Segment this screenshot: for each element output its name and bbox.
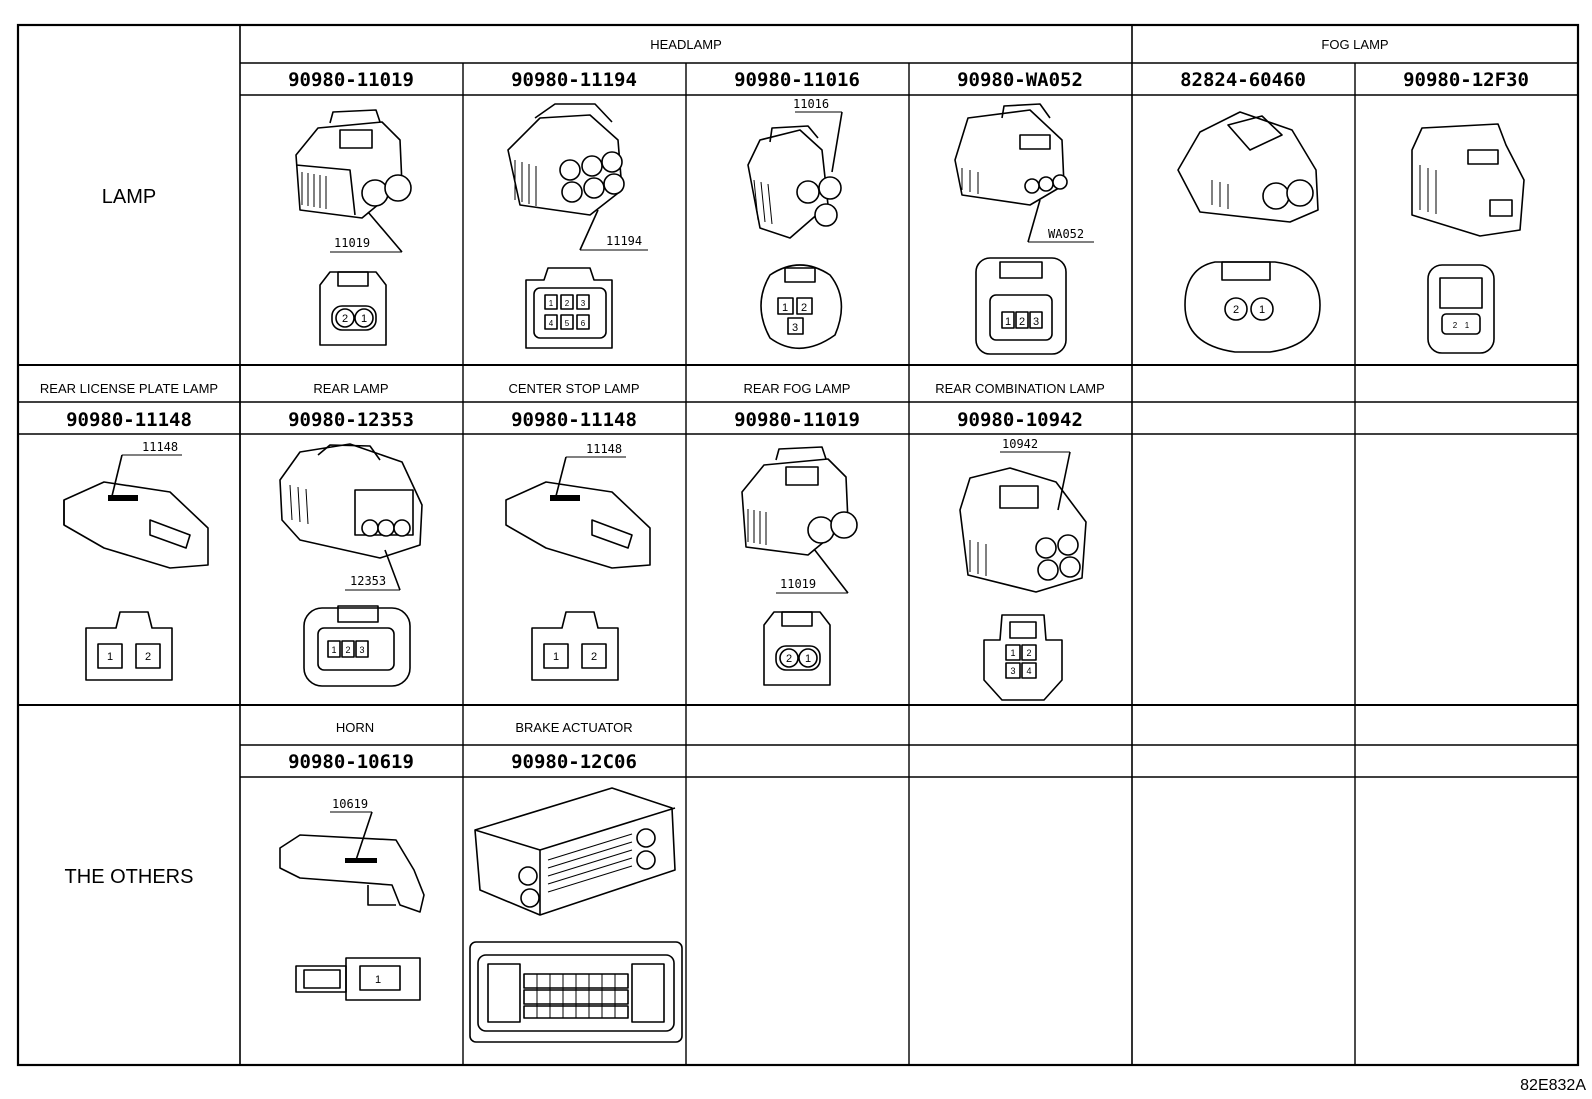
pin-number: 3 xyxy=(1010,666,1015,676)
connector-housing-illustration: 11016 xyxy=(747,97,843,239)
drawing-code: 82E832A xyxy=(1520,1077,1586,1094)
section-brake-actuator: BRAKE ACTUATOR xyxy=(515,720,632,735)
terminal-face-view: 1 2 3 xyxy=(760,264,843,350)
pin-number: 1 xyxy=(805,653,811,665)
part-number: 90980-10942 xyxy=(957,409,1083,431)
pin-number: 3 xyxy=(359,645,364,655)
connector-housing-illustration xyxy=(1411,123,1525,237)
pin-number: 2 xyxy=(342,313,348,325)
table-grid xyxy=(16,23,1580,1067)
pin-number: 1 xyxy=(361,313,367,325)
pin-number: 3 xyxy=(581,299,586,308)
category-others: THE OTHERS xyxy=(65,866,194,888)
part-number: 90980-12F30 xyxy=(1403,69,1529,91)
terminal-face-view xyxy=(469,941,683,1043)
pin-number: 1 xyxy=(1010,648,1015,658)
pin-number: 1 xyxy=(1005,316,1011,328)
connector-housing-illustration xyxy=(1177,111,1319,223)
callout-label: 10942 xyxy=(1002,437,1038,451)
pin-number: 2 xyxy=(345,645,350,655)
section-rear-combination-lamp: REAR COMBINATION LAMP xyxy=(935,381,1105,396)
connector-housing-illustration: 11148 xyxy=(505,442,651,569)
pin-number: 6 xyxy=(581,319,586,328)
callout-label: 11016 xyxy=(793,97,829,111)
part-number: 90980-11019 xyxy=(288,69,414,91)
pin-number: 2 xyxy=(591,651,597,663)
pin-number: 2 xyxy=(565,299,570,308)
terminal-face-view: 1 xyxy=(295,957,421,1001)
terminal-face-view: 2 1 xyxy=(763,611,831,686)
connector-housing-illustration: 10619 xyxy=(279,797,425,913)
pin-number: 2 xyxy=(801,302,807,314)
terminal-face-view: 1 2 3 4 5 6 xyxy=(525,267,613,349)
callout-label: 11019 xyxy=(780,577,816,591)
pin-number: 2 xyxy=(1026,648,1031,658)
connector-housing-illustration: 11194 xyxy=(507,103,648,251)
pin-number: 2 xyxy=(786,653,792,665)
pin-number: 1 xyxy=(549,299,554,308)
callout-label: 11194 xyxy=(606,234,642,248)
pin-number: 1 xyxy=(782,302,788,314)
group-fog-lamp: FOG LAMP xyxy=(1321,37,1388,52)
pin-number: 3 xyxy=(792,322,798,334)
part-number: 90980-11194 xyxy=(511,69,637,91)
pin-number: 1 xyxy=(1259,304,1265,316)
callout-label: 12353 xyxy=(350,574,386,588)
pin-number: 4 xyxy=(1026,666,1031,676)
pin-number: 1 xyxy=(1465,321,1470,330)
section-rear-fog-lamp: REAR FOG LAMP xyxy=(744,381,851,396)
pin-number: 4 xyxy=(549,319,554,328)
section-center-stop-lamp: CENTER STOP LAMP xyxy=(509,381,640,396)
callout-label: 11019 xyxy=(334,236,370,250)
callout-label: WA052 xyxy=(1048,227,1084,241)
connector-housing-illustration: 11019 xyxy=(295,109,412,253)
callout-label: 11148 xyxy=(586,442,622,456)
part-number: 90980-11019 xyxy=(734,409,860,431)
terminal-face-view: 1 2 3 4 xyxy=(983,614,1063,701)
terminal-face-view: 2 1 xyxy=(319,271,387,346)
section-rear-lamp: REAR LAMP xyxy=(313,381,388,396)
section-horn: HORN xyxy=(336,720,374,735)
terminal-face-view: 1 2 3 xyxy=(975,257,1067,355)
pin-number: 1 xyxy=(375,974,381,986)
pin-number: 3 xyxy=(1033,316,1039,328)
pin-number: 1 xyxy=(553,651,559,663)
section-rear-license-plate-lamp: REAR LICENSE PLATE LAMP xyxy=(40,381,218,396)
part-number: 90980-10619 xyxy=(288,751,414,773)
group-headlamp: HEADLAMP xyxy=(650,37,722,52)
pin-number: 2 xyxy=(145,651,151,663)
pin-number: 5 xyxy=(565,319,570,328)
part-number: 90980-11148 xyxy=(511,409,637,431)
connector-housing-illustration: WA052 xyxy=(954,103,1094,243)
connector-housing-illustration: 11019 xyxy=(741,446,858,594)
terminal-face-view: 2 1 xyxy=(1427,264,1495,354)
pin-number: 1 xyxy=(331,645,336,655)
callout-label: 11148 xyxy=(142,440,178,454)
callout-label: 10619 xyxy=(332,797,368,811)
part-number: 90980-12C06 xyxy=(511,751,637,773)
pin-number: 2 xyxy=(1233,304,1239,316)
pin-number: 1 xyxy=(107,651,113,663)
part-number: 90980-11016 xyxy=(734,69,860,91)
connector-housing-illustration: 12353 xyxy=(279,443,423,591)
part-number: 82824-60460 xyxy=(1180,69,1306,91)
terminal-face-view: 2 1 xyxy=(1184,261,1321,353)
connector-housing-illustration: 10942 xyxy=(959,437,1087,593)
part-number: 90980-12353 xyxy=(288,409,414,431)
terminal-face-view: 1 2 xyxy=(85,611,173,681)
terminal-face-view: 1 2 3 xyxy=(303,605,411,687)
pin-number: 2 xyxy=(1019,316,1025,328)
connector-housing-illustration xyxy=(474,787,676,916)
connector-housing-illustration: 11148 xyxy=(63,440,209,569)
pin-number: 2 xyxy=(1453,321,1458,330)
part-number: 90980-WA052 xyxy=(957,69,1083,91)
part-number: 90980-11148 xyxy=(66,409,192,431)
category-lamp: LAMP xyxy=(102,186,156,208)
terminal-face-view: 1 2 xyxy=(531,611,619,681)
